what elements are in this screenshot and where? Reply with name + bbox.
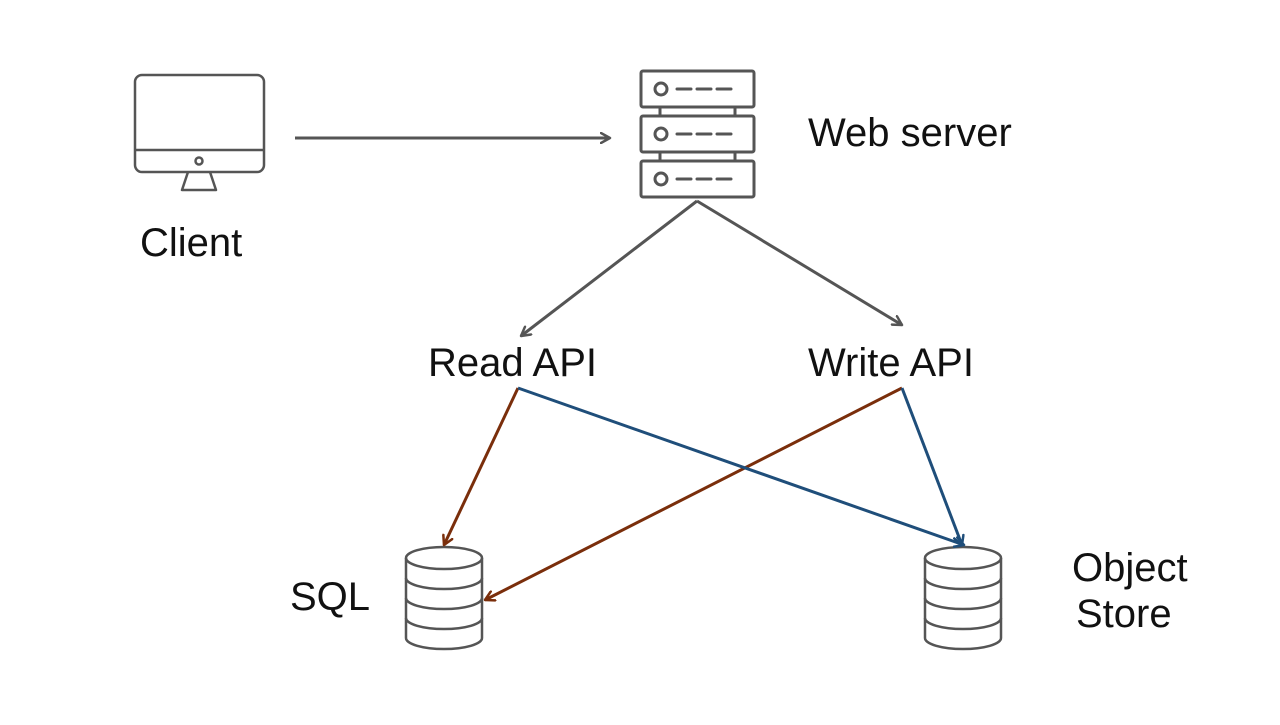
- database-icon: [404, 545, 484, 651]
- server-rack-icon: [639, 69, 756, 199]
- web-server-label: Web server: [808, 111, 1012, 155]
- edge-write-api-to-object-store: [900, 387, 962, 545]
- read-api-label: Read API: [428, 341, 598, 385]
- object-store-label-line1: Object: [1072, 546, 1188, 590]
- edge-read-api-to-sql: [444, 387, 520, 545]
- edge-web-server-to-read-api: [521, 199, 698, 336]
- monitor-icon: [133, 73, 266, 192]
- edge-read-api-to-object-store: [517, 386, 964, 545]
- edge-web-server-to-write-api: [696, 199, 902, 327]
- object-store-label-line2: Store: [1076, 592, 1172, 636]
- database-icon: [923, 545, 1003, 651]
- sql-label: SQL: [290, 575, 371, 619]
- write-api-label: Write API: [808, 341, 974, 385]
- client-label: Client: [140, 221, 243, 265]
- object-store-label: Object Store: [1072, 545, 1188, 637]
- edge-write-api-to-sql: [485, 386, 903, 600]
